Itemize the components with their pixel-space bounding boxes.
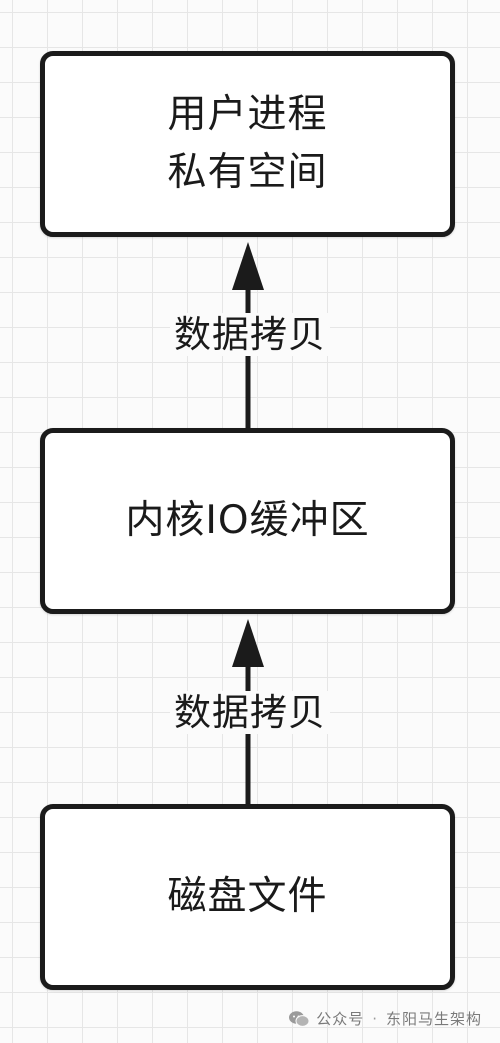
private-space-label: 私有空间 bbox=[167, 150, 328, 195]
user-process-label: 用户进程 bbox=[167, 92, 328, 137]
user-process-private-space-box: 用户进程 私有空间 bbox=[40, 51, 455, 237]
arrow-head-upper bbox=[232, 242, 264, 290]
disk-file-box: 磁盘文件 bbox=[40, 804, 455, 990]
disk-file-label: 磁盘文件 bbox=[167, 874, 328, 919]
watermark-account: 东阳马生架构 bbox=[385, 1010, 482, 1028]
watermark: 公众号 · 东阳马生架构 bbox=[288, 1008, 482, 1029]
kernel-io-buffer-label: 内核IO缓冲区 bbox=[125, 498, 370, 543]
wechat-icon bbox=[289, 1010, 310, 1027]
kernel-io-buffer-box: 内核IO缓冲区 bbox=[40, 428, 455, 614]
arrow-head-lower bbox=[232, 619, 264, 667]
watermark-channel: 公众号 bbox=[316, 1010, 365, 1028]
watermark-separator: · bbox=[372, 1009, 378, 1028]
